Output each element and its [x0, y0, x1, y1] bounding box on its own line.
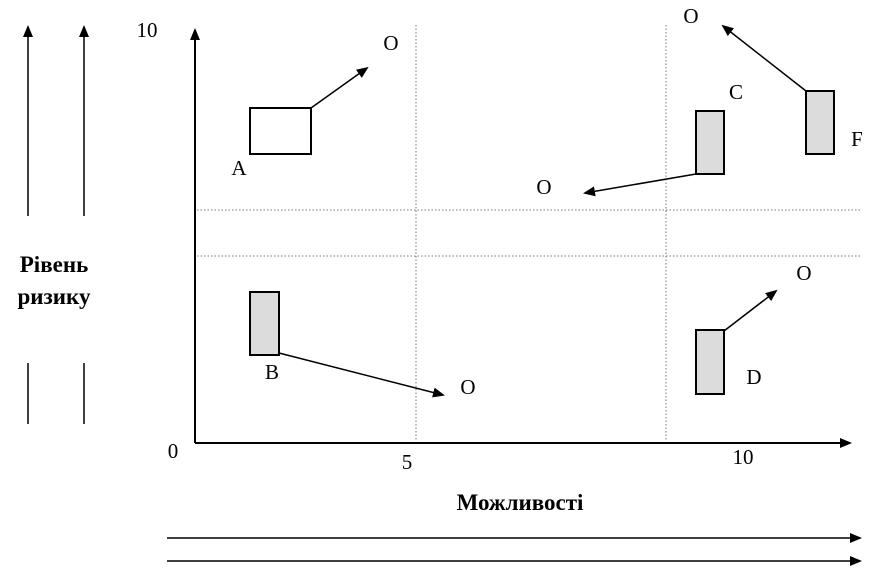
item-b-box — [249, 291, 280, 356]
item-d-label: D — [746, 365, 761, 389]
item-f-target: O — [683, 4, 698, 28]
item-d-target: O — [796, 261, 811, 285]
item-a-label: A — [231, 156, 247, 180]
item-b: B O — [249, 291, 476, 399]
item-b-arrow — [278, 352, 445, 398]
y-axis-title-line1: Рівень — [20, 252, 88, 277]
item-b-label: B — [265, 360, 279, 384]
item-f-box — [805, 90, 835, 155]
origin-label: 0 — [168, 439, 179, 463]
item-c: C O — [536, 80, 743, 199]
item-d-arrow — [723, 289, 778, 332]
item-a-arrow — [310, 66, 369, 109]
left-arrows — [23, 25, 89, 424]
item-c-label: C — [729, 80, 743, 104]
item-f: F O — [683, 4, 863, 155]
item-d-box — [695, 329, 725, 395]
item-a-box — [249, 107, 312, 155]
x-max-label: 10 — [733, 445, 754, 469]
y-axis-title-line2: ризику — [18, 284, 91, 309]
bottom-arrows — [167, 533, 862, 566]
item-c-target: O — [536, 175, 551, 199]
x-mid-label: 5 — [402, 450, 413, 474]
item-f-label: F — [851, 127, 863, 151]
item-c-box — [695, 110, 725, 175]
item-a-target: O — [383, 31, 398, 55]
item-d: D O — [695, 261, 812, 395]
item-f-arrow — [721, 24, 807, 92]
item-b-target: O — [460, 375, 475, 399]
item-a: A O — [231, 31, 398, 180]
y-max-label: 10 — [137, 18, 158, 42]
item-c-arrow — [583, 173, 697, 197]
x-axis-title: Можливості — [457, 490, 584, 515]
